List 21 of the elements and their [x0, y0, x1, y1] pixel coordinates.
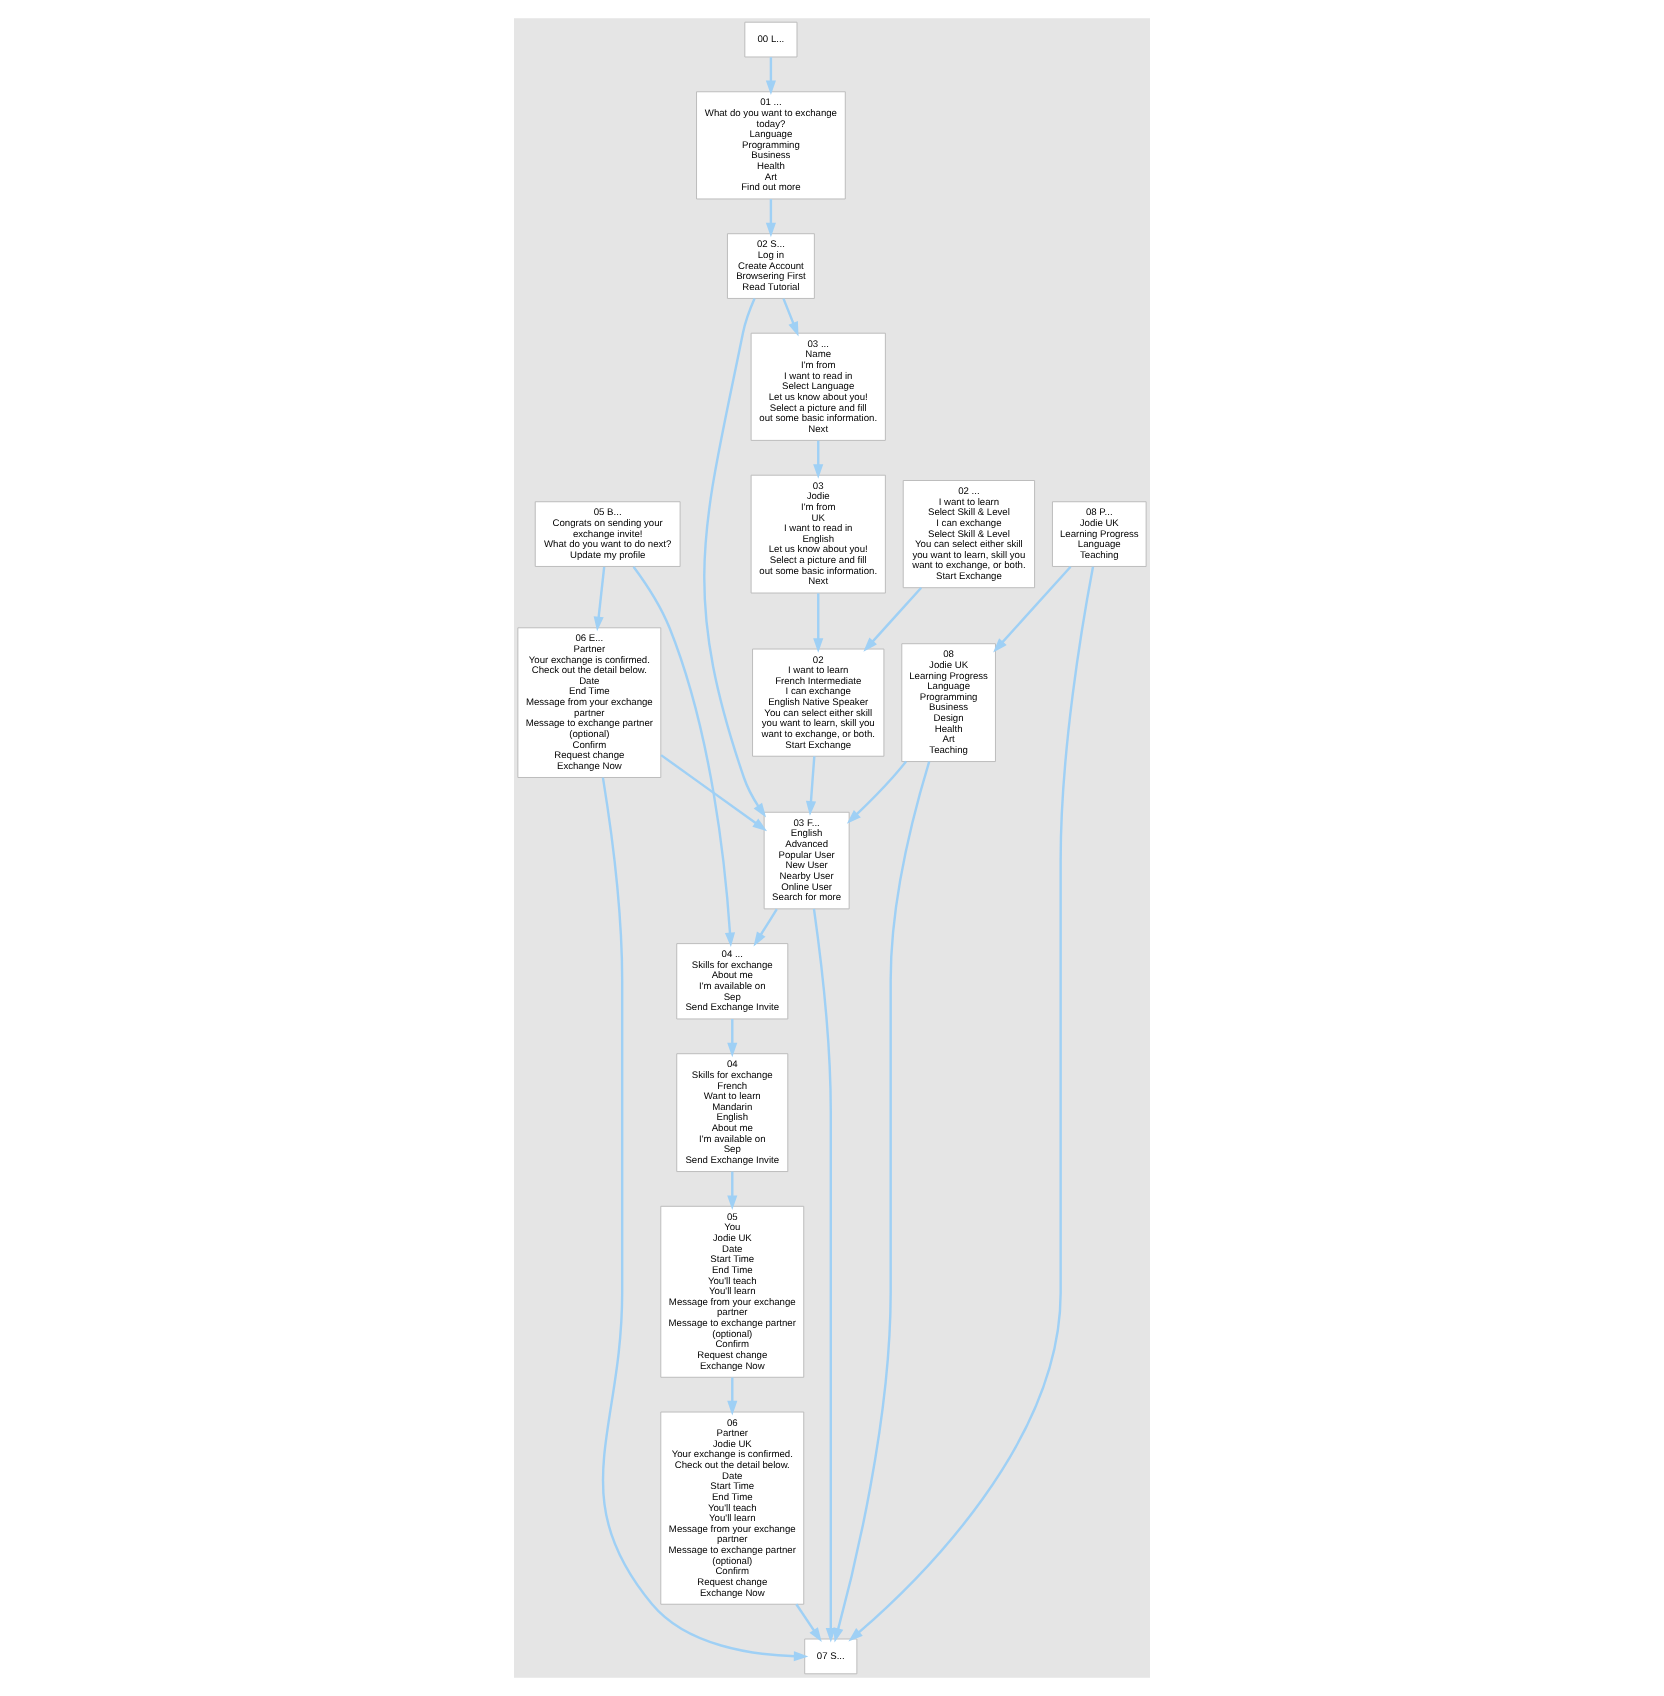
arrow: [846, 760, 907, 824]
arrow: [813, 593, 824, 653]
arrow: [813, 440, 824, 479]
arrow: [805, 756, 817, 816]
arrow: [812, 908, 836, 1643]
arrow: [795, 1603, 822, 1643]
arrow: [727, 1171, 738, 1210]
arrow: [765, 57, 776, 95]
arrow: [833, 761, 931, 1643]
arrow: [848, 566, 1095, 1642]
arrow: [753, 908, 778, 947]
arrow: [863, 587, 923, 652]
arrow: [727, 1019, 738, 1058]
arrow: [660, 754, 768, 832]
arrow: [782, 298, 799, 337]
arrow: [703, 298, 767, 818]
arrow: [632, 565, 736, 948]
arrow: [727, 1377, 738, 1416]
arrow: [765, 199, 776, 238]
arrow: [593, 566, 606, 632]
arrow: [993, 566, 1072, 653]
